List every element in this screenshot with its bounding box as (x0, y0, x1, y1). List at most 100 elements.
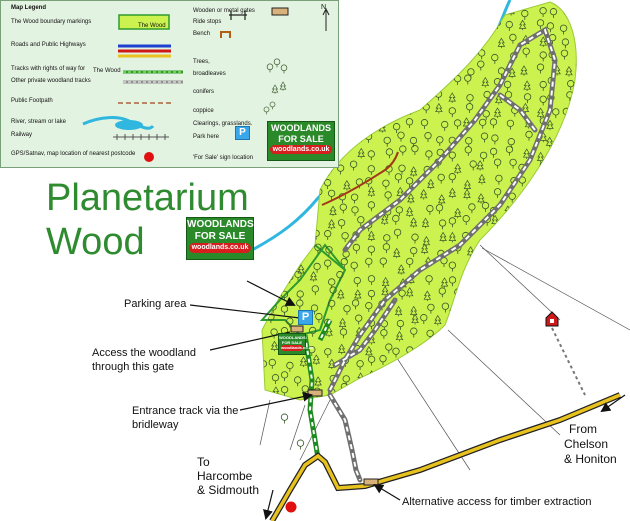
from-label-2: Chelson (564, 437, 609, 451)
tree-icon (582, 38, 588, 48)
tree-icon (539, 205, 548, 217)
tree-icon (582, 207, 588, 217)
tree-icon (439, 75, 447, 86)
conifer-icon (286, 192, 294, 204)
sign-line1: WOODLANDS (271, 123, 331, 133)
conifer-icon (507, 5, 515, 16)
tree-icon (580, 22, 586, 32)
tree-icon (525, 375, 533, 387)
legend-for-sale: 'For Sale' sign location (193, 155, 253, 161)
tree-icon (550, 151, 559, 162)
alt-access-label: Alternative access for timber extraction (402, 496, 592, 508)
tree-icon (367, 25, 375, 36)
tree-icon (511, 231, 519, 242)
tree-icon (421, 92, 429, 104)
tree-icon (548, 300, 557, 311)
legend-sale-sign: WOODLANDS FOR SALE woodlands.co.uk (267, 121, 335, 161)
woodland-area (261, 1, 577, 401)
tree-icon (537, 313, 545, 324)
tree-icon (308, 221, 316, 232)
legend-footpath: Public Footpath (11, 98, 53, 104)
tree-icon (494, 327, 502, 339)
conifer-icon (342, 117, 350, 129)
tree-icon (560, 274, 568, 285)
legend-coppice: coppice (193, 108, 214, 114)
conifer-icon (280, 217, 288, 228)
conifer-icon (384, 93, 393, 105)
tree-icon (436, 385, 444, 397)
tree-icon (580, 51, 586, 61)
tree-icon (448, 11, 456, 23)
tree-icon (355, 77, 363, 88)
tree-icon (580, 110, 586, 120)
sign-line1: WOODLANDS (187, 219, 254, 230)
conifer-icon (562, 232, 571, 244)
conifer-icon (340, 8, 348, 19)
tree-icon (463, 375, 471, 386)
tree-icon (576, 230, 577, 241)
tree-icon (576, 319, 577, 330)
from-label-3: & Honiton (564, 452, 617, 466)
tree-icon (407, 362, 415, 373)
conifer-icon (506, 244, 515, 256)
conifer-icon (565, 315, 573, 327)
conifer-icon (433, 65, 442, 76)
sign-line2: FOR SALE (281, 340, 303, 345)
tree-icon (367, 40, 375, 51)
tree-icon (494, 357, 502, 368)
tree-icon (575, 61, 577, 72)
conifer-icon (505, 216, 513, 227)
legend-tracks-wood: The Wood (93, 68, 121, 74)
legend-boundary: The Wood boundary markings (11, 19, 92, 25)
from-label-1: From (569, 422, 597, 436)
tree-icon (419, 64, 428, 75)
conifer-icon (295, 235, 303, 247)
tree-icon (539, 256, 548, 268)
parking-label: Parking area (124, 298, 187, 310)
legend-clearings: Clearings, grasslands. (193, 121, 253, 127)
tree-icon (391, 89, 400, 101)
conifer-icon (576, 150, 577, 161)
conifer-icon (580, 191, 586, 201)
conifer-icon (395, 81, 403, 92)
tree-icon (364, 88, 373, 99)
tree-icon (426, 79, 434, 91)
tree-icon (490, 375, 498, 387)
conifer-icon (550, 257, 558, 269)
tree-icon (381, 36, 389, 47)
legend-roads: Roads and Public Highways (11, 42, 86, 48)
for-sale-sign: WOODLANDS FOR SALE woodlands.co.uk (186, 217, 254, 260)
tree-icon (546, 369, 555, 380)
tree-icon (379, 105, 387, 116)
access-label-1: Access the woodland (92, 347, 196, 359)
tree-icon (280, 202, 289, 213)
tree-icon (539, 161, 547, 172)
conifer-icon (411, 64, 419, 75)
tree-icon (379, 79, 388, 90)
title-line2: Wood (46, 221, 145, 263)
tree-icon (531, 345, 540, 356)
conifer-icon (578, 328, 584, 338)
conifer-icon (253, 202, 259, 212)
tree-icon (465, 386, 473, 398)
tree-icon (448, 356, 457, 368)
tree-icon (464, 332, 472, 343)
tree-icon (531, 389, 540, 400)
conifer-icon (507, 369, 515, 380)
legend-bench: Bench (193, 31, 211, 37)
legend-river: River, stream or lake (11, 119, 67, 125)
tree-icon (520, 221, 528, 233)
tree-icon (396, 62, 404, 73)
conifer-icon (549, 291, 557, 303)
tree-icon (296, 192, 305, 204)
tree-icon (578, 167, 584, 177)
conifer-icon (262, 172, 266, 184)
conifer-icon (539, 250, 547, 261)
tree-icon (381, 19, 389, 30)
conifer-icon (575, 10, 577, 21)
tree-icon (394, 48, 402, 59)
tree-icon (364, 52, 373, 63)
tree-icon (441, 370, 449, 381)
